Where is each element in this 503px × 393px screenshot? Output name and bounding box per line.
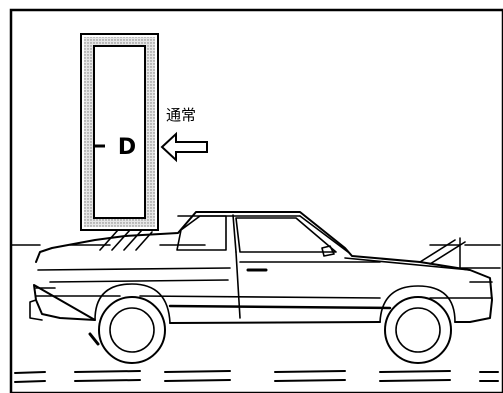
pointer-arrow-icon	[160, 131, 208, 163]
car-door-window	[235, 217, 337, 253]
car-rear-window	[176, 215, 227, 251]
car-front-wheel	[384, 296, 452, 364]
indicator-inner-window	[93, 45, 146, 219]
gear-letter-d: D	[118, 135, 136, 160]
road-lane-markings	[14, 370, 499, 383]
gear-indicator-panel: D	[80, 33, 159, 231]
diagram-frame	[9, 8, 503, 393]
indicator-label: 通常	[166, 106, 196, 124]
car-rear-wheel	[98, 296, 166, 364]
car-body	[33, 211, 493, 324]
horizon-lines	[11, 237, 501, 269]
car	[29, 211, 493, 364]
